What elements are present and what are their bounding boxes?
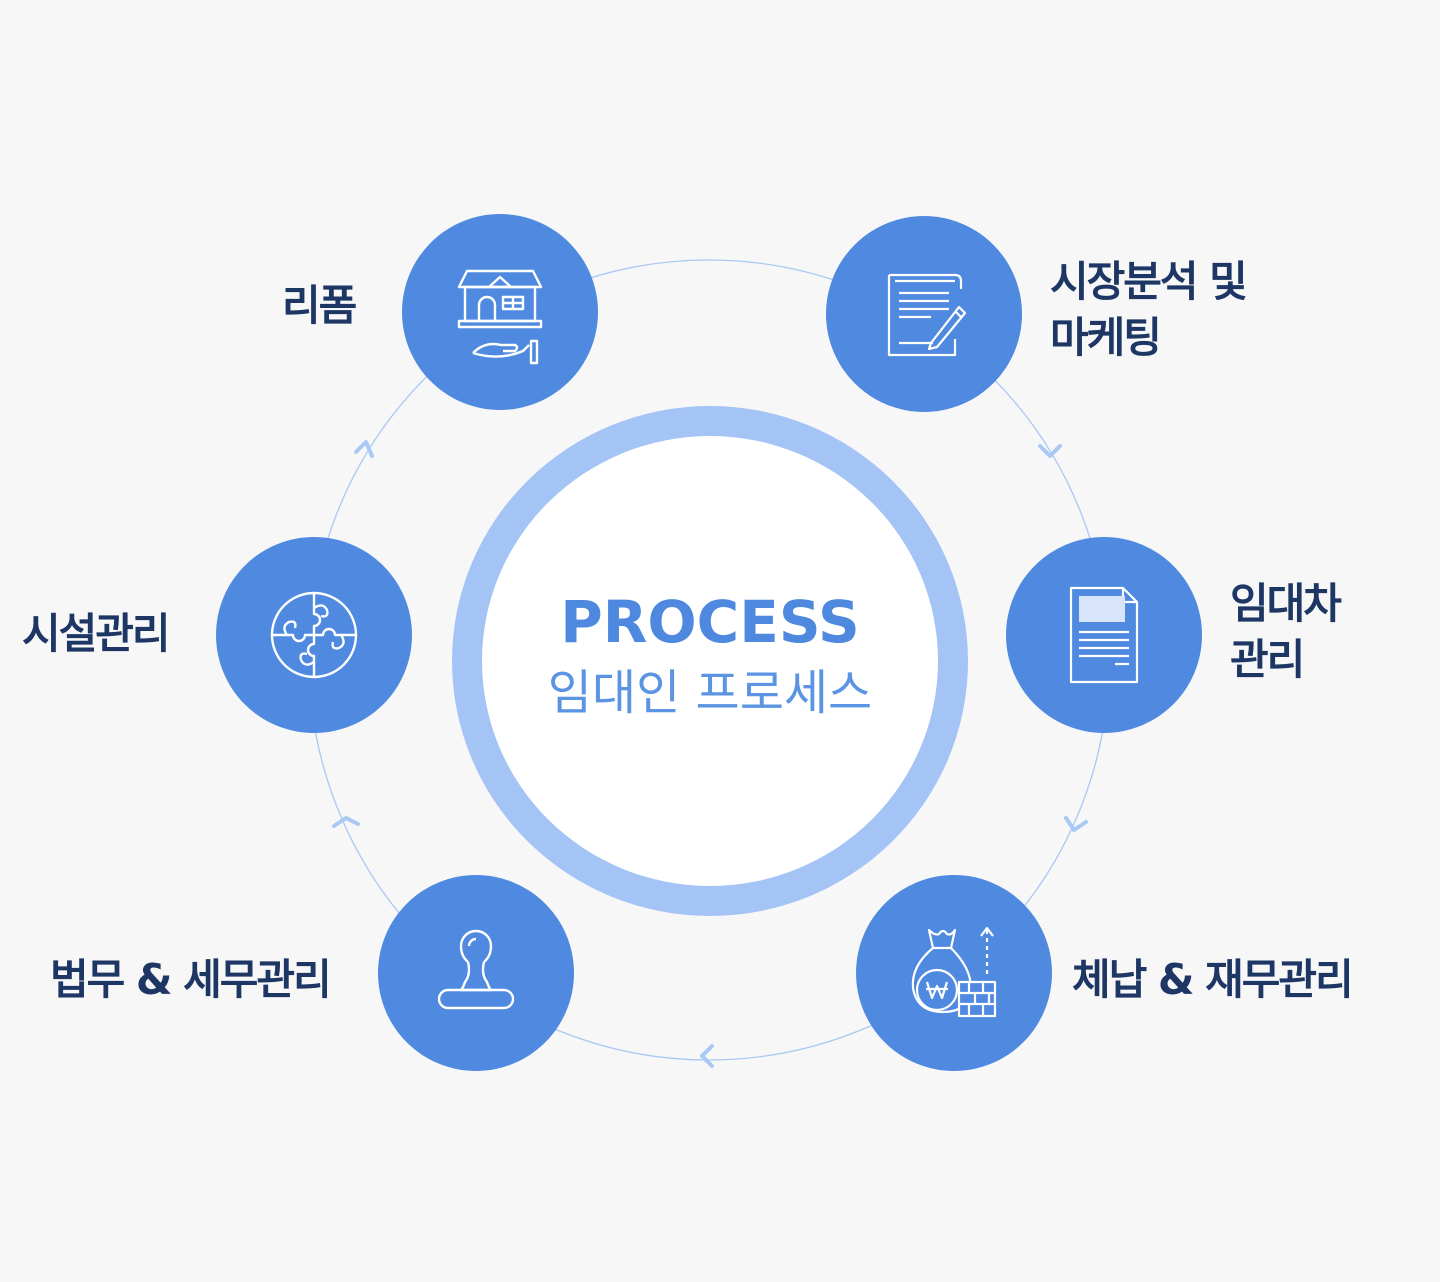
- flow-arrow-3: [700, 1044, 714, 1068]
- center-title: PROCESS: [560, 588, 860, 656]
- step-label-lease: 임대차 관리: [1230, 579, 1342, 684]
- step-label-facility: 시설관리: [22, 609, 171, 658]
- step-node-finance[interactable]: [856, 875, 1052, 1071]
- money-bag-icon: [911, 926, 997, 1018]
- center-subtitle: 임대인 프로세스: [547, 665, 873, 721]
- center-circle: PROCESS 임대인 프로세스: [452, 406, 968, 916]
- flow-arrow-1: [1038, 444, 1062, 458]
- step-label-market: 시장분석 및 마케팅: [1050, 257, 1248, 362]
- document-pen-icon: [887, 273, 967, 357]
- step-node-reform[interactable]: [402, 214, 598, 410]
- step-node-lease[interactable]: [1006, 537, 1202, 733]
- stamp-icon: [437, 929, 515, 1010]
- step-node-facility[interactable]: [216, 537, 412, 733]
- house-hand-icon: [457, 269, 543, 365]
- step-label-reform: 리폼: [282, 281, 357, 330]
- step-node-legal[interactable]: [378, 875, 574, 1071]
- flow-arrow-4: [332, 816, 360, 828]
- step-node-market[interactable]: [826, 216, 1022, 412]
- document-icon: [1069, 586, 1139, 684]
- flow-arrow-2: [1064, 816, 1088, 832]
- step-label-legal: 법무 & 세무관리: [50, 955, 332, 1004]
- puzzle-icon: [270, 591, 358, 679]
- step-label-finance: 체납 & 재무관리: [1072, 955, 1354, 1004]
- flow-arrow-5: [354, 440, 374, 458]
